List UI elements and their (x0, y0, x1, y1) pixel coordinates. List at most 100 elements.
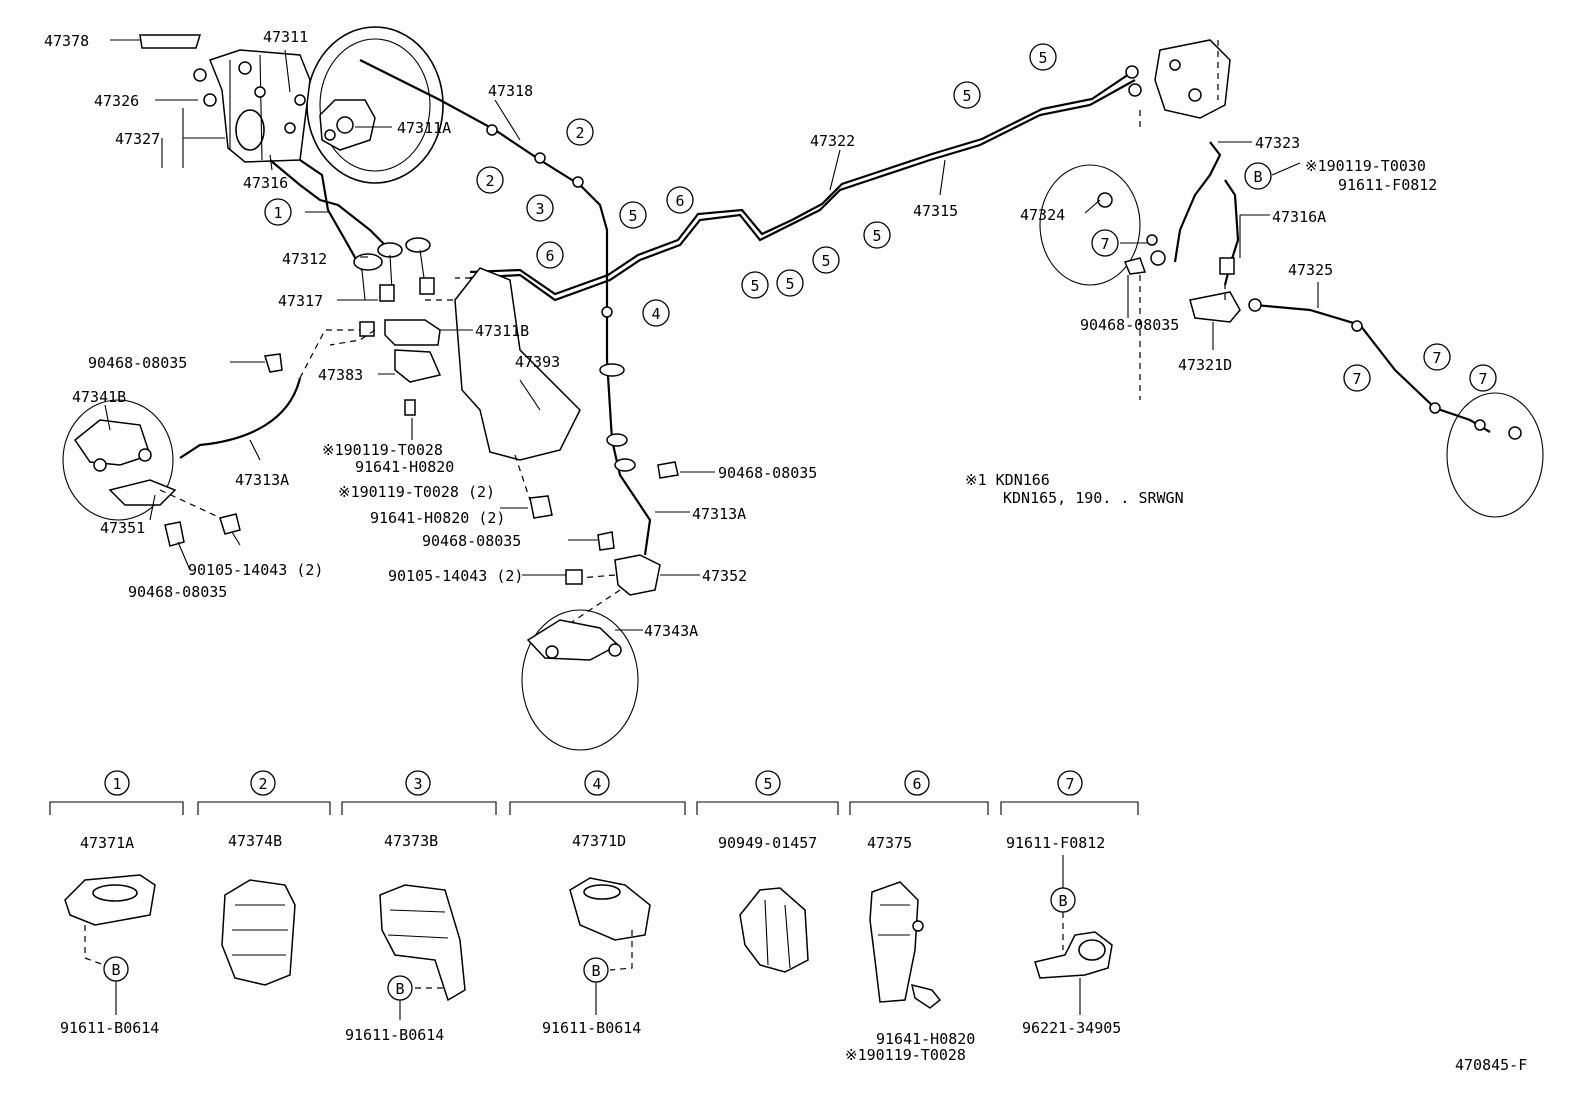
svg-text:91611-B0614: 91611-B0614 (60, 1019, 159, 1037)
marker-6a: 6 (536, 241, 564, 269)
label-91641-a: 91641-H0820 (355, 458, 454, 476)
marker-B: B (1244, 162, 1272, 190)
clip-90949-01457-icon (739, 887, 809, 973)
flex-hose-47313A-left (179, 377, 302, 459)
label-90468-b: 90468-08035 (128, 583, 227, 601)
label-90119-b: ※190119-T0028 (2) (338, 483, 495, 501)
label-90105-b: 90105-14043 (2) (388, 567, 523, 585)
clamp-96221-34905-icon (1034, 931, 1113, 979)
svg-text:5: 5 (821, 252, 830, 270)
svg-text:2: 2 (258, 775, 267, 793)
right-rear-wheel-outline (1446, 392, 1544, 518)
label-47311A: 47311A (397, 119, 451, 137)
legend-group-7: 7 91611-F0812 B 96221-34905 (1000, 770, 1139, 1037)
marker-5e: 5 (863, 221, 891, 249)
svg-text:B: B (1253, 168, 1262, 186)
clip-47373B-icon (379, 884, 466, 1002)
label-47324: 47324 (1020, 206, 1065, 224)
svg-text:6: 6 (545, 247, 554, 265)
label-47343A: 47343A (644, 622, 698, 640)
label-47316A: 47316A (1272, 208, 1326, 226)
label-47317: 47317 (278, 292, 323, 310)
clip-legend: 1 47371A B 91611-B0614 2 47374B 3 47373B (49, 770, 1139, 1064)
svg-text:5: 5 (962, 87, 971, 105)
clip-90468-08035-a (264, 353, 283, 373)
junction-blocks-47312 (353, 237, 435, 337)
marker-5g: 5 (1029, 43, 1057, 71)
label-47318: 47318 (488, 82, 533, 100)
svg-text:4: 4 (592, 775, 601, 793)
marker-4: 4 (642, 299, 670, 327)
marker-5f: 5 (953, 81, 981, 109)
label-47322: 47322 (810, 132, 855, 150)
label-47352: 47352 (702, 567, 747, 585)
label-47313A-left: 47313A (235, 471, 289, 489)
bolt-91641-H0820-c (910, 983, 942, 1009)
marker-5d: 5 (812, 246, 840, 274)
bolt-90105-14043-left (219, 513, 241, 535)
label-47325: 47325 (1288, 261, 1333, 279)
caliper-47343A (526, 619, 620, 661)
label-91641-b: 91641-H0820 (2) (370, 509, 505, 527)
svg-text:47375: 47375 (867, 834, 912, 852)
label-47315: 47315 (913, 202, 958, 220)
svg-text:91611-F0812: 91611-F0812 (1006, 834, 1105, 852)
bracket-47383 (394, 349, 442, 383)
svg-text:7: 7 (1065, 775, 1074, 793)
svg-text:91611-B0614: 91611-B0614 (542, 1019, 641, 1037)
svg-text:90949-01457: 90949-01457 (718, 834, 817, 852)
flex-hose-47313A-right (605, 359, 652, 556)
note-line-2: KDN165, 190. . SRWGN (1003, 489, 1184, 507)
right-front-wheel-outline (521, 609, 639, 751)
label-47311: 47311 (263, 28, 308, 46)
svg-text:91611-B0614: 91611-B0614 (345, 1026, 444, 1044)
svg-text:5: 5 (628, 207, 637, 225)
marker-1: 1 (264, 198, 292, 226)
svg-text:2: 2 (485, 172, 494, 190)
svg-text:B: B (111, 961, 120, 979)
clip-90468-08035-b (164, 521, 185, 547)
clip-dots (486, 124, 1486, 431)
left-front-wheel-outline (62, 399, 174, 521)
svg-text:7: 7 (1478, 370, 1487, 388)
legend-group-6: 6 47375 91641-H0820 ※190119-T0028 (845, 770, 989, 1064)
svg-text:B: B (395, 980, 404, 998)
label-47326: 47326 (94, 92, 139, 110)
label-47341B: 47341B (72, 388, 126, 406)
legend-group-3: 3 47373B B 91611-B0614 (341, 770, 497, 1044)
label-47383: 47383 (318, 366, 363, 384)
part-labels: 47378 47311 47326 47327 47316 47311A 473… (44, 28, 1437, 640)
marker-7a: 7 (1091, 229, 1119, 257)
svg-text:5: 5 (1038, 49, 1047, 67)
legend-group-5: 5 90949-01457 (696, 770, 839, 973)
label-91611-F0812-top: 91611-F0812 (1338, 176, 1437, 194)
marker-7d: 7 (1469, 364, 1497, 392)
svg-text:2: 2 (575, 124, 584, 142)
brake-line-47322 (469, 79, 1136, 302)
svg-text:5: 5 (785, 275, 794, 293)
marker-7c: 7 (1423, 343, 1451, 371)
label-90468-e: 90468-08035 (1080, 316, 1179, 334)
leader-lines (104, 39, 1319, 631)
label-90119-c: ※190119-T0030 (1305, 157, 1426, 175)
svg-text:96221-34905: 96221-34905 (1022, 1019, 1121, 1037)
label-47316: 47316 (243, 174, 288, 192)
label-47393: 47393 (515, 353, 560, 371)
brake-line-47315 (469, 69, 1136, 296)
svg-text:7: 7 (1432, 349, 1441, 367)
label-47313A-mid: 47313A (692, 505, 746, 523)
svg-text:B: B (1058, 892, 1067, 910)
brake-booster (306, 26, 444, 184)
figure-id: 470845-F (1455, 1056, 1527, 1074)
clip-markers: 1 2 2 3 4 5 5 5 5 5 5 5 6 6 7 7 7 7 B (264, 43, 1497, 392)
label-47323: 47323 (1255, 134, 1300, 152)
svg-text:47371A: 47371A (80, 834, 134, 852)
label-47378: 47378 (44, 32, 89, 50)
svg-text:4: 4 (651, 305, 660, 323)
svg-text:6: 6 (912, 775, 921, 793)
marker-5b: 5 (741, 271, 769, 299)
bolt-90105-14043-mid (565, 569, 583, 585)
left-rear-wheel-outline (1039, 164, 1141, 286)
marker-5a: 5 (619, 201, 647, 229)
clip-47375-icon (869, 881, 919, 1003)
